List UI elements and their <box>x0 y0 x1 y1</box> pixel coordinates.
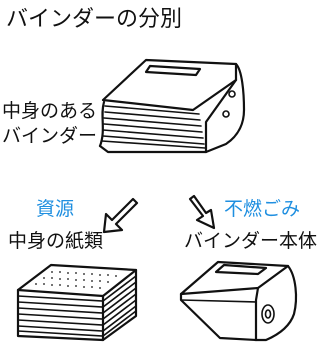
page-title: バインダーの分別 <box>6 7 183 32</box>
full-binder-label-line2: バインダー <box>2 125 98 147</box>
arrow-down-right-icon <box>188 194 216 230</box>
binder-with-paper-icon <box>98 58 246 154</box>
binder-body-label: バインダー本体 <box>184 230 318 252</box>
full-binder-label: 中身のある バインダー <box>2 99 97 149</box>
category-recycle-label: 資源 <box>36 198 75 220</box>
arrow-down-left-icon <box>102 197 139 234</box>
paper-contents-label: 中身の紙類 <box>8 230 104 252</box>
full-binder-label-line1: 中身のある <box>2 100 98 122</box>
empty-binder-icon <box>179 260 298 342</box>
paper-stack-icon <box>16 263 138 342</box>
category-nonburnable-label: 不燃ごみ <box>224 198 301 220</box>
